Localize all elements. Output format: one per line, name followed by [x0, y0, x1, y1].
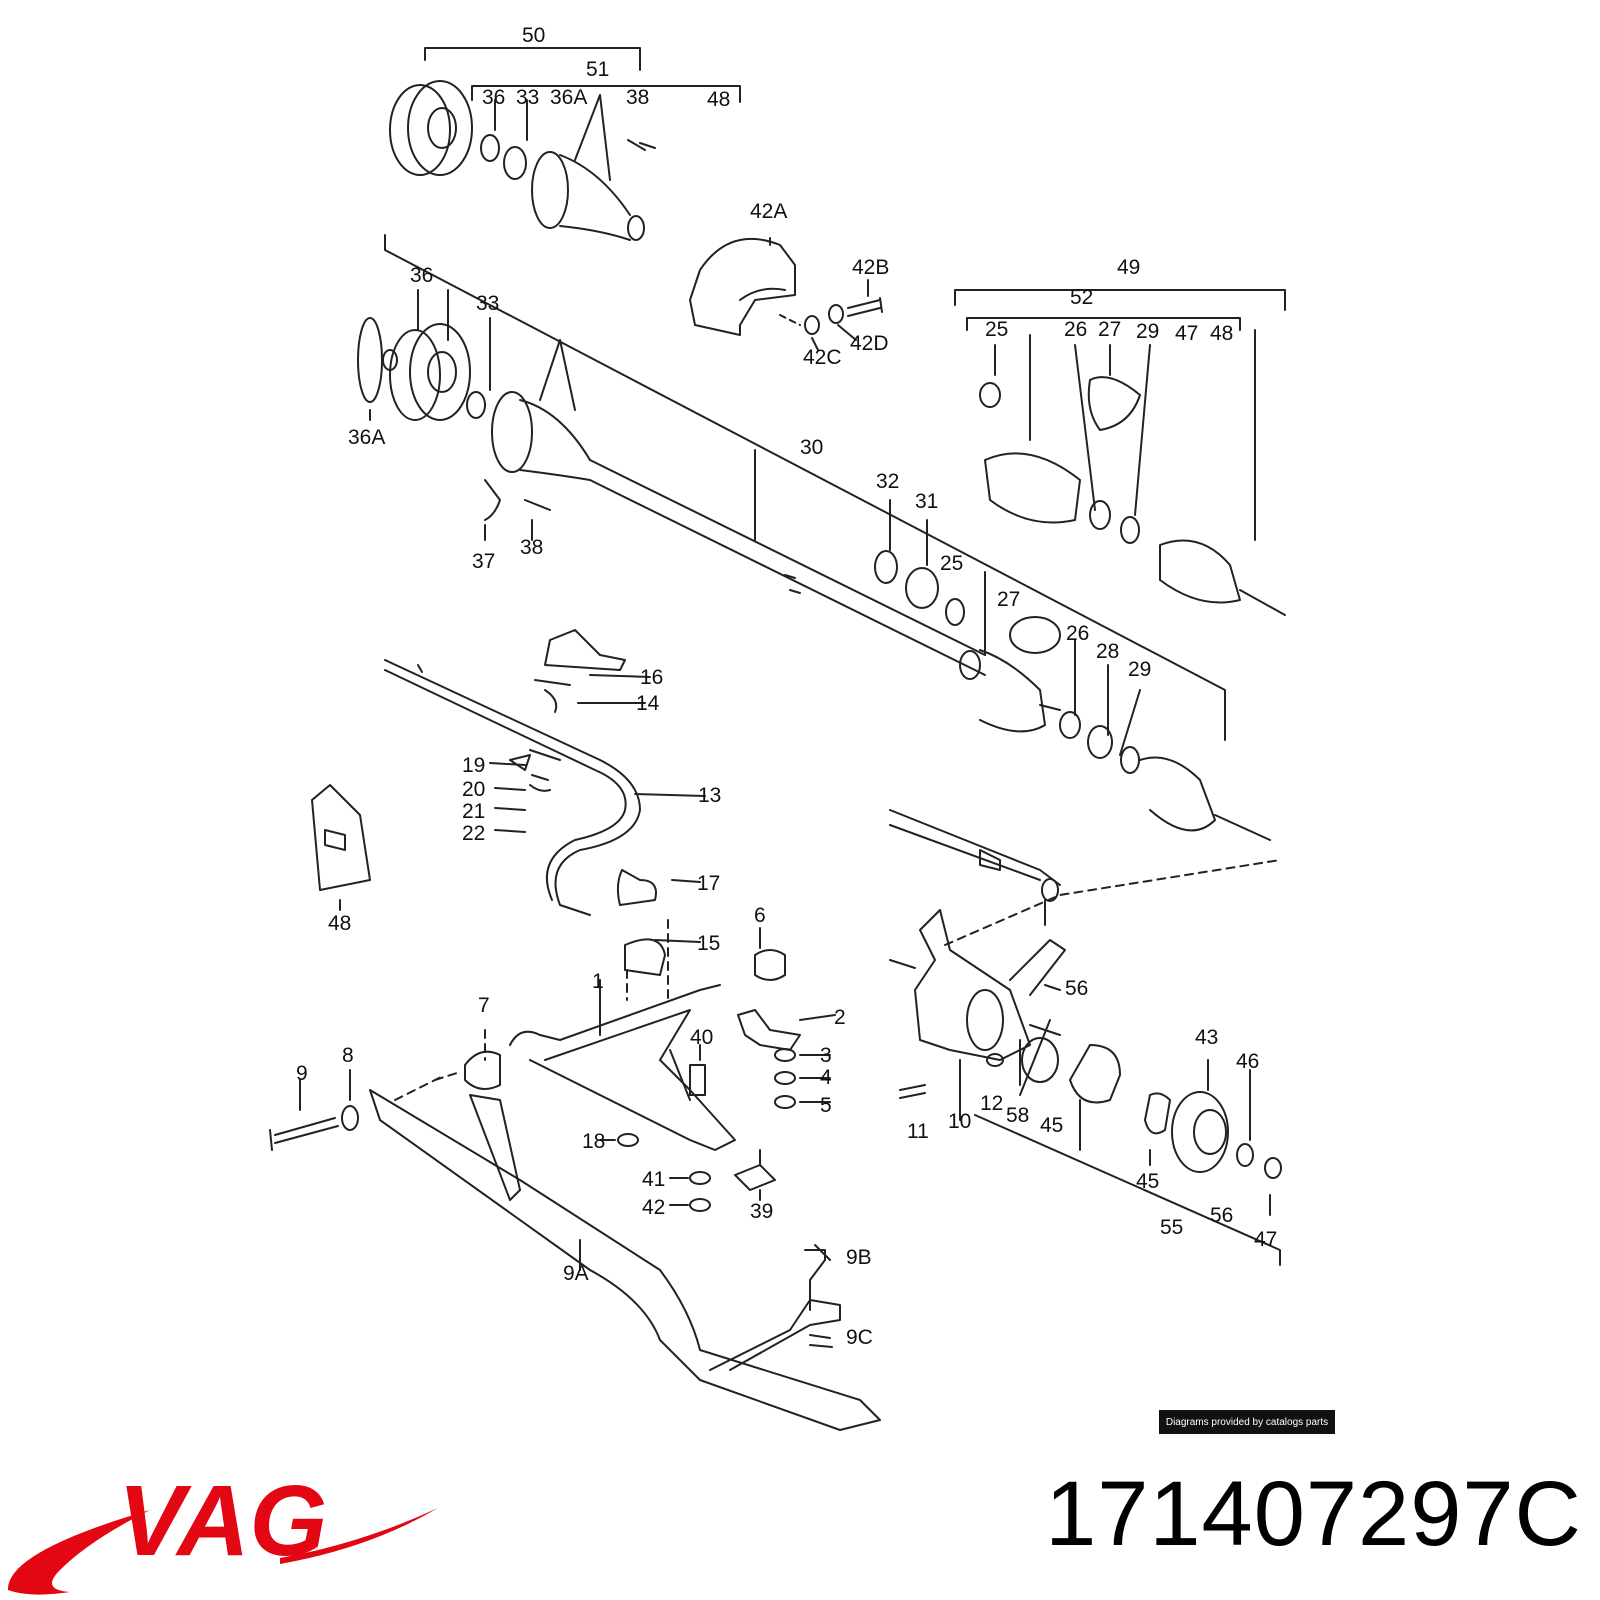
logo-swoosh-tail [280, 1508, 438, 1564]
callout-label: 51 [586, 58, 609, 81]
control-arm-1 [269, 979, 881, 1431]
callout-label: 50 [522, 24, 545, 47]
callout-label: 32 [876, 470, 899, 493]
callout-label: 38 [520, 536, 543, 559]
wheel-hub-43 [1144, 1059, 1282, 1216]
heat-shield-42A [689, 237, 883, 351]
callout-label: 46 [1236, 1050, 1259, 1073]
callout-label: 2 [834, 1006, 846, 1029]
callout-label: 16 [640, 666, 663, 689]
brand-name: VAG [118, 1465, 327, 1577]
callout-label: 14 [636, 692, 660, 715]
callout-label: 56 [1210, 1204, 1233, 1227]
callout-label: 43 [1195, 1026, 1218, 1049]
hardware-parts [599, 927, 836, 1212]
diagram-credit-badge: Diagrams provided by catalogs parts [1159, 1410, 1335, 1434]
callout-label: 37 [472, 550, 495, 573]
drive-shaft-30 [357, 234, 1271, 841]
callout-label: 26 [1064, 318, 1087, 341]
callout-label: 9C [846, 1326, 873, 1349]
callout-label: 4 [820, 1066, 832, 1089]
callout-label: 25 [940, 552, 963, 575]
part-number: 171407297C [1045, 1463, 1582, 1565]
callout-label: 39 [750, 1200, 773, 1223]
callout-label: 20 [462, 778, 485, 801]
callout-label: 9A [563, 1262, 589, 1285]
callout-label: 41 [642, 1168, 665, 1191]
vag-swoosh-logo-icon: VAG [7, 1465, 438, 1595]
callout-label: 11 [907, 1120, 929, 1143]
callout-label: 55 [1160, 1216, 1183, 1239]
callout-label: 58 [1006, 1104, 1029, 1127]
callout-label: 42 [642, 1196, 665, 1219]
callout-label: 12 [980, 1092, 1003, 1115]
callout-label: 42A [750, 200, 787, 223]
callout-label: 8 [342, 1044, 354, 1067]
callout-label: 38 [626, 86, 649, 109]
credit-text: Diagrams provided by catalogs parts [1165, 1416, 1329, 1428]
callout-label: 9 [296, 1062, 308, 1085]
callout-label: 9B [846, 1246, 872, 1269]
callout-label: 10 [948, 1110, 971, 1133]
callout-label: 30 [800, 436, 823, 459]
callout-label: 29 [1128, 658, 1151, 681]
callout-labels: 50 51 36 33 36A 38 48 42A 42B 42C 42D 36… [296, 24, 1277, 1349]
callout-label: 25 [985, 318, 1008, 341]
callout-label: 31 [915, 490, 938, 513]
callout-label: 42B [852, 256, 889, 279]
callout-label: 42C [803, 346, 842, 369]
callout-label: 36 [410, 264, 433, 287]
callout-label: 13 [698, 784, 721, 807]
callout-label: 27 [997, 588, 1020, 611]
callout-label: 40 [690, 1026, 713, 1049]
steering-knuckle-10 [889, 809, 1281, 1266]
callout-label: 3 [820, 1044, 832, 1067]
anti-roll-bar-13 [384, 629, 706, 1001]
callout-label: 45 [1040, 1114, 1063, 1137]
callout-label: 17 [697, 872, 720, 895]
callout-label: 28 [1096, 640, 1119, 663]
callout-label: 27 [1098, 318, 1121, 341]
callout-label: 15 [697, 932, 720, 955]
logo-swoosh [7, 1510, 151, 1595]
callout-label: 49 [1117, 256, 1140, 279]
joint-group-50 [389, 47, 741, 241]
callout-label: 48 [1210, 322, 1233, 345]
callout-label: 45 [1136, 1170, 1159, 1193]
callout-label: 5 [820, 1094, 832, 1117]
callout-label: 47 [1254, 1228, 1277, 1251]
callout-label: 1 [592, 970, 604, 993]
callout-label: 47 [1175, 322, 1198, 345]
callout-label: 42D [850, 332, 889, 355]
callout-label: 22 [462, 822, 485, 845]
callout-label: 56 [1065, 977, 1088, 1000]
callout-label: 18 [582, 1130, 605, 1153]
callout-label: 26 [1066, 622, 1089, 645]
exploded-parts-diagram: 50 51 36 33 36A 38 48 42A 42B 42C 42D 36… [269, 24, 1286, 1431]
callout-label: 6 [754, 904, 766, 927]
callout-label: 52 [1070, 286, 1093, 309]
callout-label: 7 [478, 994, 490, 1017]
grease-tube-48 [311, 784, 371, 911]
callout-label: 48 [328, 912, 351, 935]
callout-label: 19 [462, 754, 485, 777]
callout-label: 36A [550, 86, 587, 109]
callout-label: 33 [476, 292, 499, 315]
callout-label: 36A [348, 426, 385, 449]
callout-label: 29 [1136, 320, 1159, 343]
callout-label: 36 [482, 86, 505, 109]
callout-label: 21 [462, 800, 485, 823]
callout-label: 48 [707, 88, 730, 111]
inner-joint-group-49 [954, 289, 1286, 616]
callout-label: 33 [516, 86, 539, 109]
